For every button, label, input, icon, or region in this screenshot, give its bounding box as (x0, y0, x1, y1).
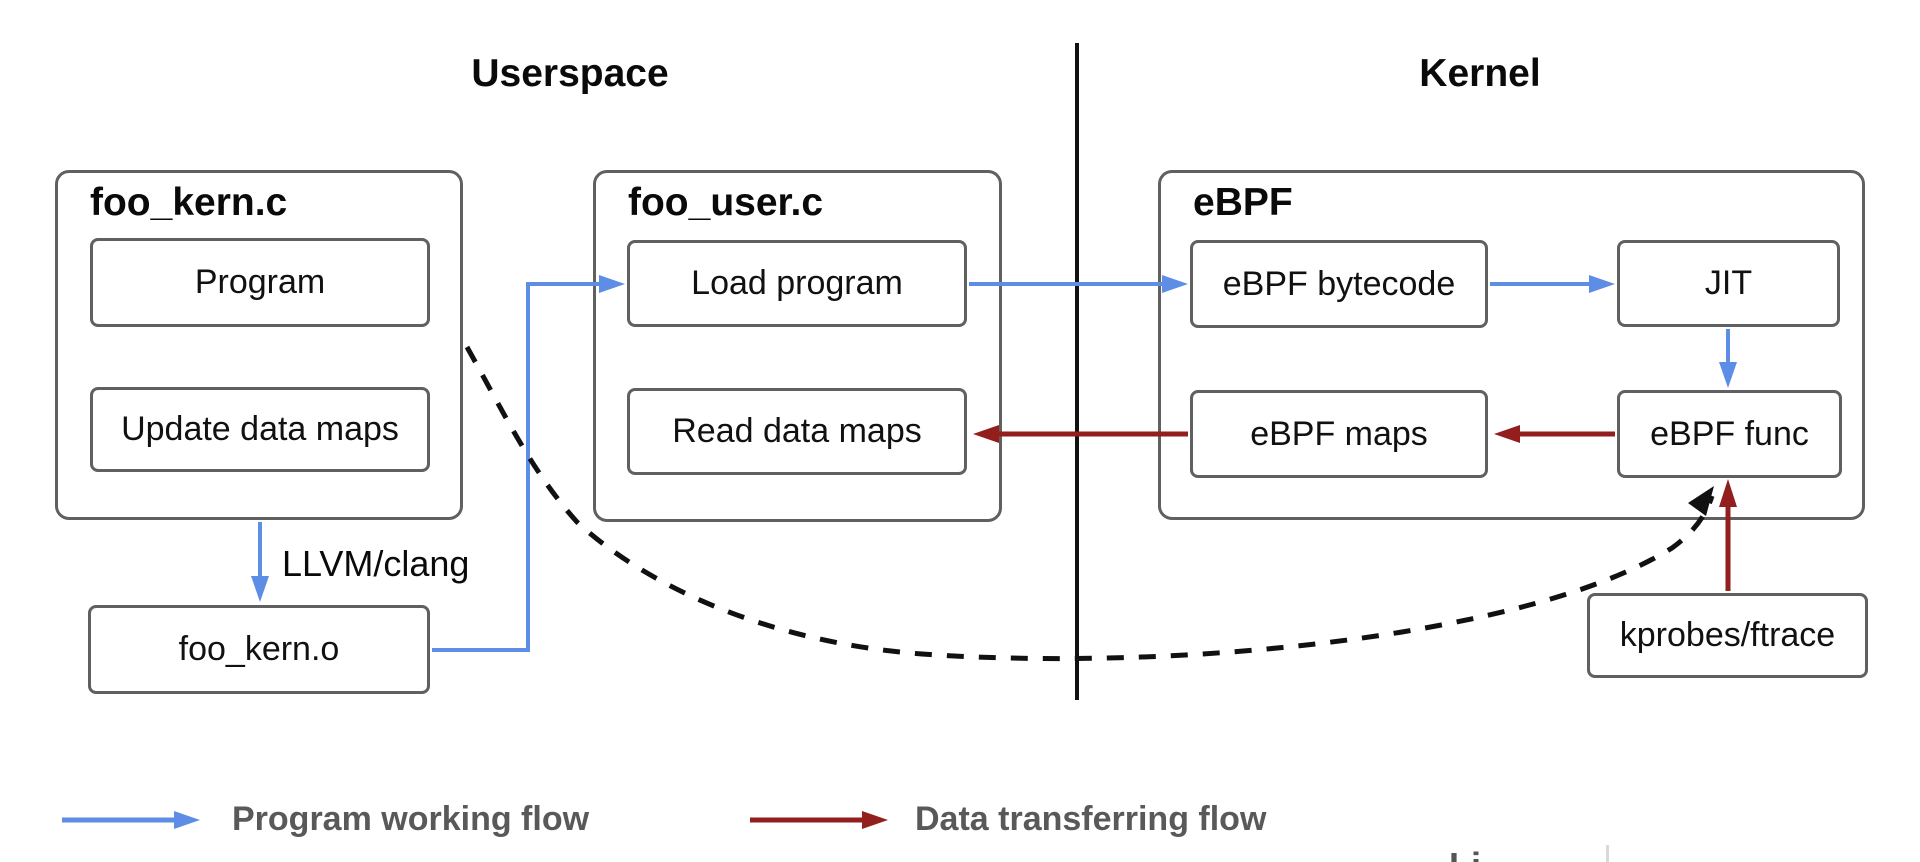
arrowhead-fookerno (251, 576, 269, 602)
legend-program-flow-label: Program working flow (232, 800, 590, 838)
userspace-title: Userspace (471, 52, 669, 95)
node-program: Program (90, 238, 430, 327)
node-program-label: Program (194, 263, 326, 301)
legend-program-flow-arrowhead (174, 811, 200, 829)
node-update-data-maps: Update data maps (90, 387, 430, 472)
watermark-fragment: Li (1449, 845, 1481, 862)
node-ebpf-bytecode: eBPF bytecode (1190, 240, 1488, 328)
node-ebpf-maps: eBPF maps (1190, 390, 1488, 478)
node-ebpf-bytecode-label: eBPF bytecode (1222, 264, 1456, 303)
group-foo-kern-c-label: foo_kern.c (90, 181, 288, 224)
node-ebpf-func-label: eBPF func (1650, 414, 1809, 453)
group-foo-user-c-label: foo_user.c (628, 181, 824, 224)
edge-label-llvm-clang: LLVM/clang (282, 543, 470, 584)
node-ebpf-maps-label: eBPF maps (1250, 414, 1428, 453)
node-ebpf-func: eBPF func (1617, 390, 1842, 478)
legend-data-flow-label: Data transferring flow (915, 800, 1267, 838)
node-kprobes-ftrace-label: kprobes/ftrace (1619, 616, 1836, 654)
node-read-data-maps: Read data maps (627, 388, 967, 475)
node-jit-label: JIT (1704, 264, 1753, 302)
legend-data-flow-arrowhead (862, 811, 888, 829)
node-foo-kern-o-label: foo_kern.o (178, 630, 340, 668)
kernel-title: Kernel (1419, 52, 1541, 95)
node-foo-kern-o: foo_kern.o (88, 605, 430, 694)
watermark-divider-line (1606, 845, 1609, 862)
node-read-data-maps-label: Read data maps (672, 412, 922, 450)
node-jit: JIT (1617, 240, 1840, 327)
node-load-program-label: Load program (691, 264, 903, 302)
node-kprobes-ftrace: kprobes/ftrace (1587, 593, 1868, 678)
node-load-program: Load program (627, 240, 967, 327)
group-ebpf-label: eBPF (1193, 181, 1293, 224)
node-update-data-maps-label: Update data maps (121, 410, 399, 448)
